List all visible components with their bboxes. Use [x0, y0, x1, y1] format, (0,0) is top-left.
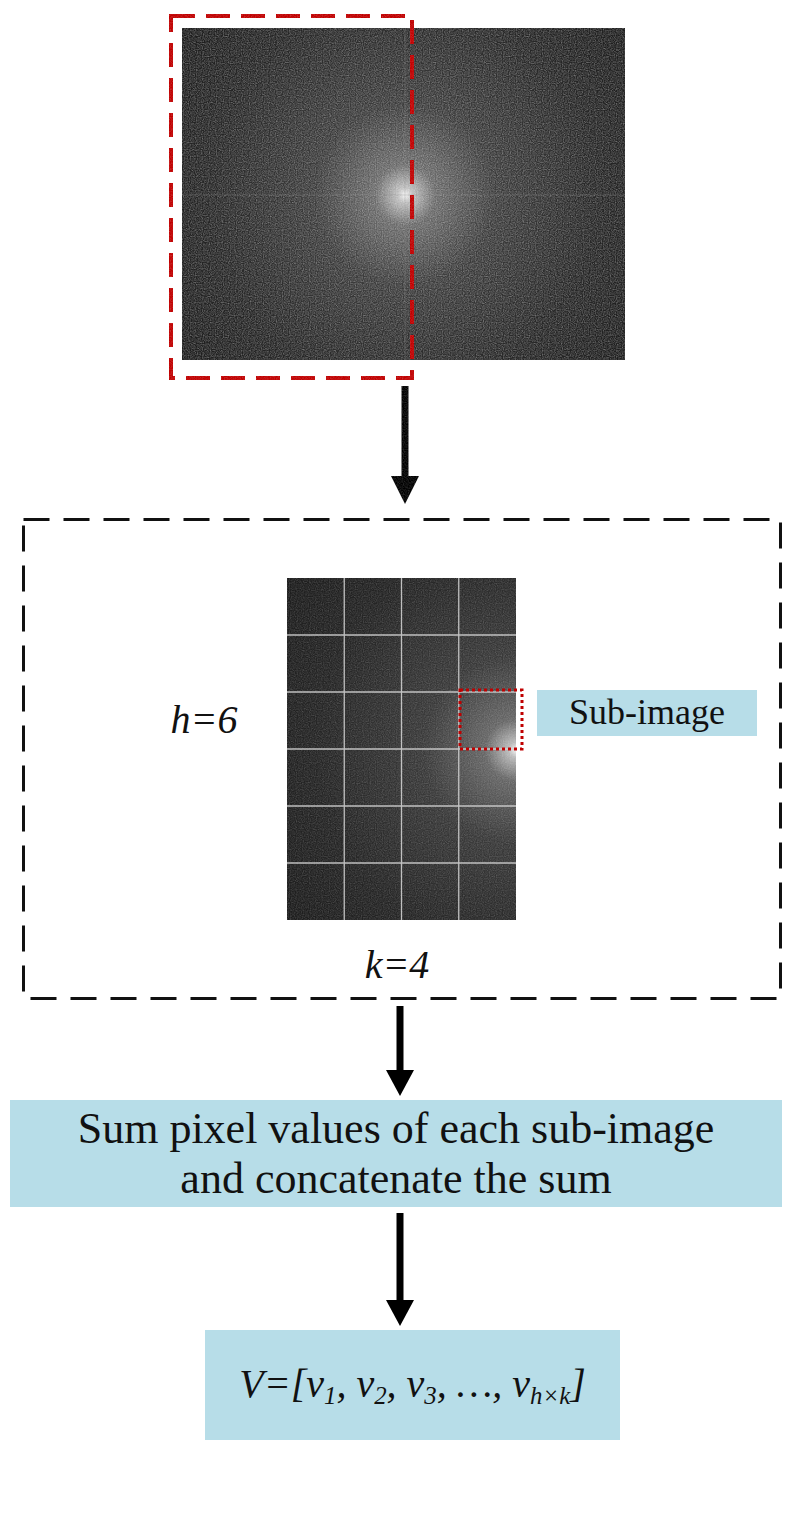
box-text: Sum pixel values of each sub-image and c…	[51, 1104, 741, 1203]
box-text: Sub-image	[569, 692, 725, 733]
dashed-border	[24, 520, 781, 999]
selection-dashed-box	[171, 16, 412, 378]
output-box: V=[v1, v2, v3, …, vh×k]	[205, 1330, 620, 1440]
flow-arrow	[397, 1213, 404, 1300]
down-arrow	[391, 386, 419, 504]
dashed-panel: h=6 k=4 Sub-image	[22, 518, 782, 1000]
text-anchor: k=4	[365, 942, 430, 988]
spectrum-image	[182, 28, 625, 360]
callout-box: Sub-image	[537, 690, 757, 736]
box-text: V=[v1, v2, v3, …, vh×k]	[239, 1361, 586, 1409]
dimension-label: k=4	[365, 942, 430, 988]
flow-arrow	[397, 1006, 404, 1070]
process-box: Sum pixel values of each sub-image and c…	[10, 1100, 782, 1207]
text-anchor: h=6	[171, 697, 238, 743]
dimension-label: h=6	[171, 697, 238, 743]
dashed-outline	[22, 518, 782, 1000]
sub-image-marker	[460, 690, 522, 749]
grid-image	[287, 578, 516, 920]
